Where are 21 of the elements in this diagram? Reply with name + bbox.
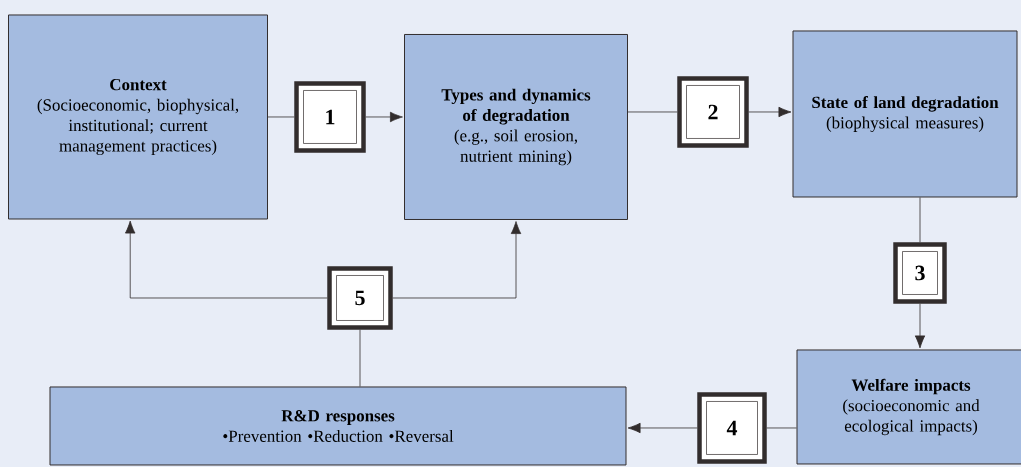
process-box: State of land degradation (biophysical measures) — [792, 30, 1018, 198]
arrow — [392, 221, 522, 299]
step-number-box: 1 — [294, 81, 366, 153]
connector-line — [919, 197, 921, 243]
connector-line — [766, 427, 797, 429]
arrow — [748, 106, 792, 118]
process-box: Welfare impacts (socioeconomic and ecological impacts) — [796, 349, 1021, 465]
arrow — [627, 422, 698, 434]
arrow — [914, 303, 926, 349]
connector-line — [627, 111, 678, 113]
process-box: R&D responses •Prevention •Reduction •Reversal — [49, 386, 627, 466]
step-number-box: 4 — [697, 392, 767, 464]
step-number-box: 2 — [677, 76, 749, 148]
step-number-box: 5 — [327, 266, 393, 330]
connector-line — [359, 329, 361, 387]
connector-line — [267, 116, 295, 118]
process-box: Types and dynamics of degradation (e.g., soil erosion, nutrient mining) — [404, 34, 628, 220]
arrow — [125, 220, 328, 299]
arrow — [365, 111, 403, 123]
process-box: Context (Socioeconomic, biophysical, institutional; current management practices) — [8, 14, 268, 220]
step-number-box: 3 — [893, 242, 947, 304]
